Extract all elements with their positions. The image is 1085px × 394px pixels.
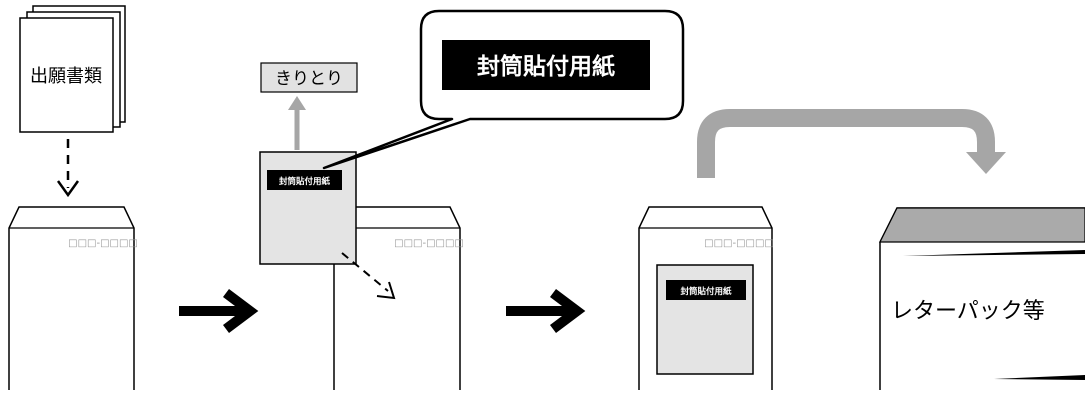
postal-code-box: □□□-□□□□ <box>394 238 464 249</box>
envelope-label-sheet: 封筒貼付用紙 <box>259 151 357 265</box>
envelope-3: □□□-□□□□ 封筒貼付用紙 <box>638 206 774 390</box>
cutout-section: きりとり <box>260 62 358 150</box>
document-sheet-front <box>19 17 114 133</box>
process-arrow-1 <box>179 289 259 333</box>
process-arrow-2 <box>506 289 586 333</box>
gray-curved-arrow <box>697 109 1006 178</box>
letterpack-stripe-bottom <box>994 375 1085 380</box>
letterpack: レターパック等 <box>879 207 1085 390</box>
dashed-arrow-attach-sheet <box>341 252 396 300</box>
letterpack-flap <box>879 207 1085 243</box>
postal-code-box: □□□-□□□□ <box>704 238 774 249</box>
cutout-label: きりとり <box>275 69 343 89</box>
letterpack-label: レターパック等 <box>891 299 1045 324</box>
postal-code-box: □□□-□□□□ <box>68 238 138 249</box>
dashed-arrow-insert-documents <box>56 139 80 198</box>
cutout-box <box>260 62 358 93</box>
gray-up-arrowhead <box>288 96 306 110</box>
sheet-title: 封筒貼付用紙 <box>279 176 331 187</box>
documents-label: 出願書類 <box>30 66 102 87</box>
letterpack-stripe-top <box>903 250 1085 256</box>
callout-title: 封筒貼付用紙 <box>477 53 615 80</box>
application-documents: 出願書類 <box>19 5 126 133</box>
envelope-1: □□□-□□□□ <box>8 206 138 390</box>
callout-bubble: 封筒貼付用紙 <box>322 9 685 170</box>
callout-black-label <box>442 40 650 90</box>
attached-sheet-title: 封筒貼付用紙 <box>680 286 732 297</box>
